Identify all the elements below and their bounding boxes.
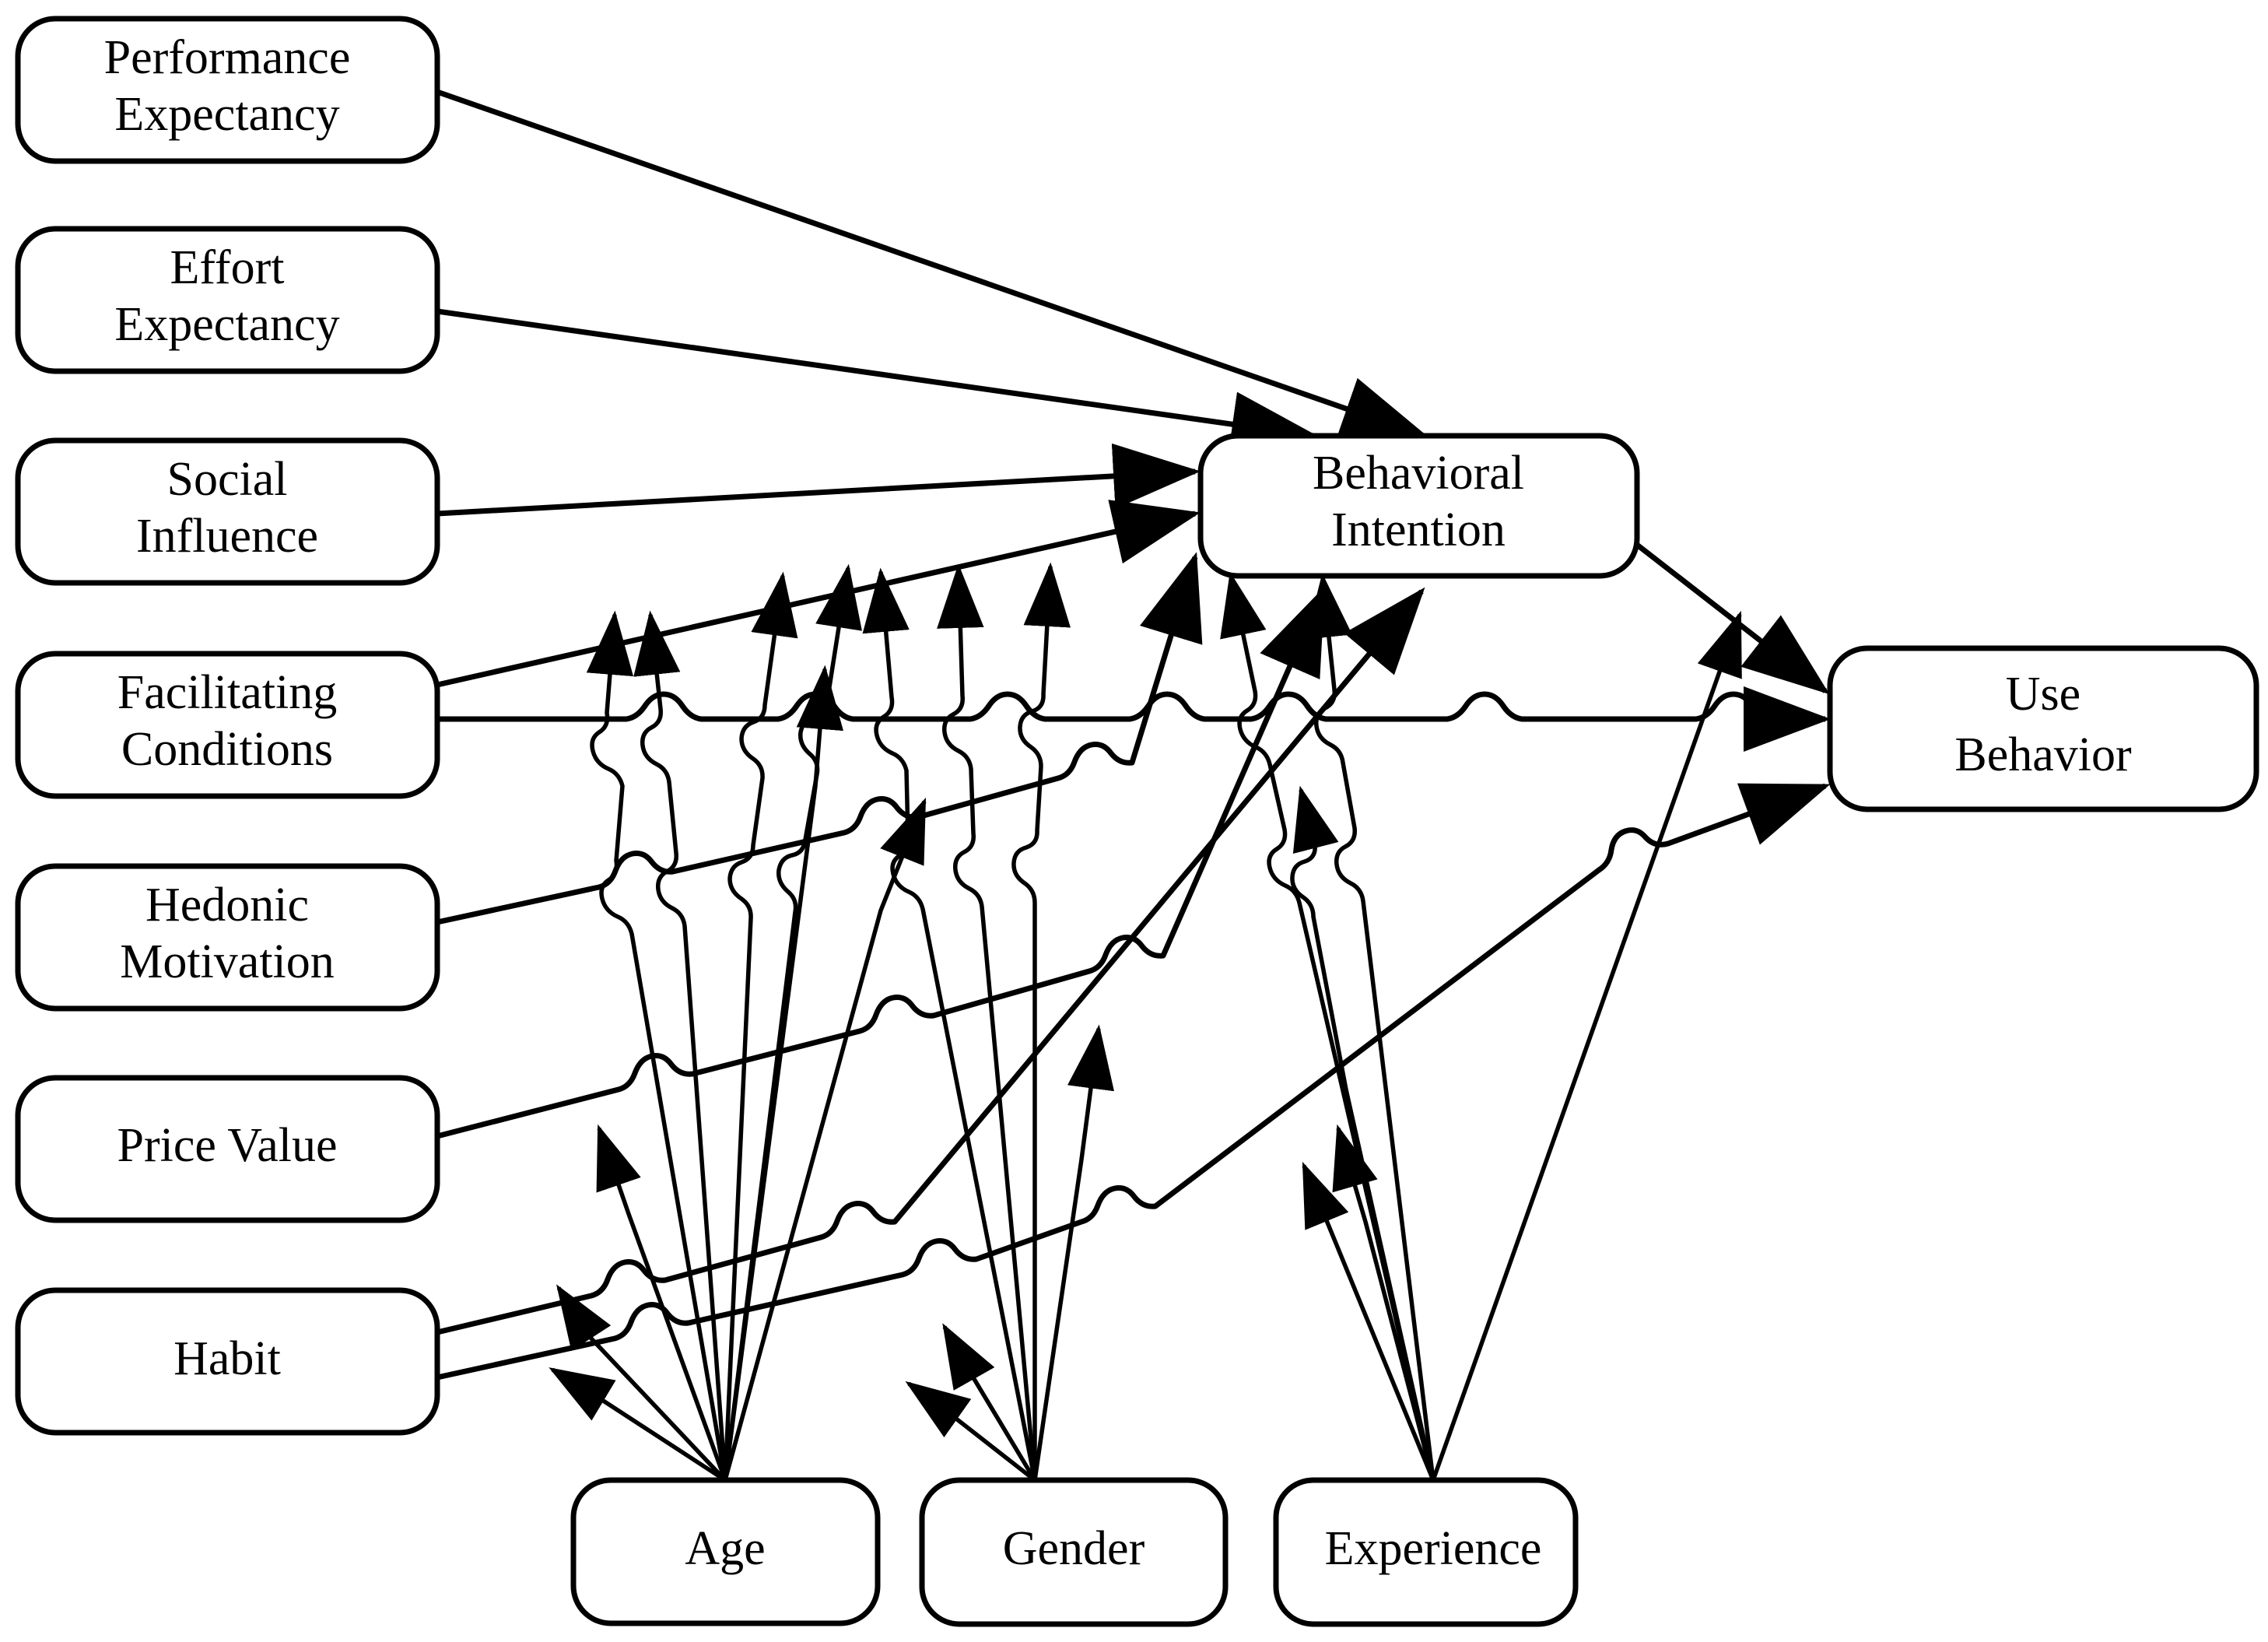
node-use-behavior[interactable]: Use Behavior — [1827, 645, 2259, 812]
edge-habit-to-ub — [436, 783, 1831, 1381]
mod-age-to-pv-bi — [596, 1124, 727, 1481]
node-behavioral-intention-box[interactable] — [1197, 433, 1640, 579]
edge-pv-to-bi — [436, 586, 1326, 1139]
edge-bi-to-ub — [1635, 542, 1830, 695]
node-use-behavior-box[interactable] — [1827, 645, 2259, 812]
mod-gender-to-habit-bi — [942, 1323, 1037, 1482]
node-experience-box[interactable] — [1273, 1477, 1579, 1627]
node-effort-expectancy-box[interactable] — [15, 226, 440, 374]
node-use-behavior-label-line2: Behavior — [1954, 728, 2132, 781]
node-experience[interactable]: Experience — [1273, 1477, 1579, 1627]
node-facilitating-conditions[interactable]: Facilitating Conditions — [15, 651, 440, 799]
node-hedonic-motivation[interactable]: Hedonic Motivation — [15, 863, 440, 1012]
mod-exp-to-habit-ub — [1302, 1161, 1435, 1482]
node-price-value-label: Price Value — [117, 1119, 338, 1172]
node-performance-expectancy-label-line1: Performance — [104, 31, 351, 84]
mod-gender-to-hm-bi — [1032, 1024, 1114, 1481]
node-habit-box[interactable] — [15, 1287, 440, 1436]
node-social-influence-box[interactable] — [15, 437, 440, 586]
mod-exp-to-fc-bi — [1290, 785, 1435, 1481]
node-gender[interactable]: Gender — [919, 1477, 1229, 1627]
node-behavioral-intention[interactable]: Behavioral Intention — [1197, 433, 1640, 579]
mod-age-to-habit-ub — [549, 1367, 727, 1482]
node-effort-expectancy[interactable]: Effort Expectancy — [15, 226, 440, 374]
node-effort-expectancy-label-line2: Expectancy — [114, 298, 339, 351]
node-experience-label: Experience — [1325, 1522, 1542, 1575]
node-effort-expectancy-label-line1: Effort — [170, 241, 285, 294]
node-facilitating-conditions-label-line2: Conditions — [121, 723, 333, 776]
node-behavioral-intention-label-line1: Behavioral — [1313, 447, 1524, 500]
mod-exp-to-si-bi — [1305, 573, 1435, 1481]
node-hedonic-motivation-box[interactable] — [15, 863, 440, 1012]
mod-age-to-fc-ub — [723, 665, 844, 1481]
node-hedonic-motivation-label-line1: Hedonic — [145, 879, 309, 932]
node-price-value-box[interactable] — [15, 1075, 440, 1223]
node-gender-label: Gender — [1003, 1522, 1145, 1575]
edge-habit-to-bi — [436, 587, 1425, 1335]
mod-gender-to-pe-bi — [862, 567, 1037, 1481]
edge-hm-to-bi — [436, 552, 1203, 925]
mod-age-to-pe-bi — [586, 610, 727, 1481]
moderator-edges-age — [549, 563, 927, 1482]
node-hedonic-motivation-label-line2: Motivation — [120, 935, 335, 988]
mod-age-to-habit-bi — [556, 1284, 727, 1482]
node-social-influence[interactable]: Social Influence — [15, 437, 440, 586]
node-facilitating-conditions-box[interactable] — [15, 651, 440, 799]
node-habit-label: Habit — [174, 1332, 281, 1385]
mod-age-to-ee-bi — [633, 610, 727, 1481]
moderator-edges-gender — [862, 562, 1114, 1482]
mod-gender-to-ee-bi — [937, 563, 1037, 1481]
edge-si-to-bi — [436, 443, 1201, 517]
mod-exp-to-ee-bi — [1220, 571, 1435, 1481]
node-performance-expectancy[interactable]: Performance Expectancy — [15, 16, 440, 164]
mod-exp-to-ub — [1431, 610, 1742, 1481]
node-price-value[interactable]: Price Value — [15, 1075, 440, 1223]
node-habit[interactable]: Habit — [15, 1287, 440, 1436]
moderator-edges-experience — [1220, 571, 1742, 1482]
nodes: Performance Expectancy Effort Expectancy… — [15, 16, 2259, 1627]
mod-age-to-si-bi — [723, 571, 798, 1481]
node-performance-expectancy-box[interactable] — [15, 16, 440, 164]
edge-fc-to-bi — [436, 500, 1201, 688]
edge-ee-to-bi — [436, 308, 1319, 457]
node-use-behavior-label-line1: Use — [2006, 668, 2080, 721]
mod-gender-to-habit-ub — [905, 1381, 1036, 1482]
node-behavioral-intention-label-line2: Intention — [1331, 503, 1506, 556]
mod-gender-to-si-bi — [1011, 562, 1071, 1480]
node-age[interactable]: Age — [570, 1477, 881, 1626]
node-social-influence-label-line1: Social — [167, 453, 288, 506]
node-age-label: Age — [685, 1522, 765, 1575]
node-social-influence-label-line2: Influence — [136, 510, 318, 563]
mod-age-to-hm-bi — [723, 797, 927, 1481]
mod-exp-to-habit-bi — [1332, 1124, 1435, 1481]
node-facilitating-conditions-label-line1: Facilitating — [117, 666, 337, 719]
node-gender-box[interactable] — [919, 1477, 1229, 1627]
node-performance-expectancy-label-line2: Expectancy — [114, 88, 339, 141]
node-age-box[interactable] — [570, 1477, 881, 1626]
edge-fc-to-ub — [437, 686, 1831, 752]
edge-pe-to-bi — [436, 89, 1429, 440]
